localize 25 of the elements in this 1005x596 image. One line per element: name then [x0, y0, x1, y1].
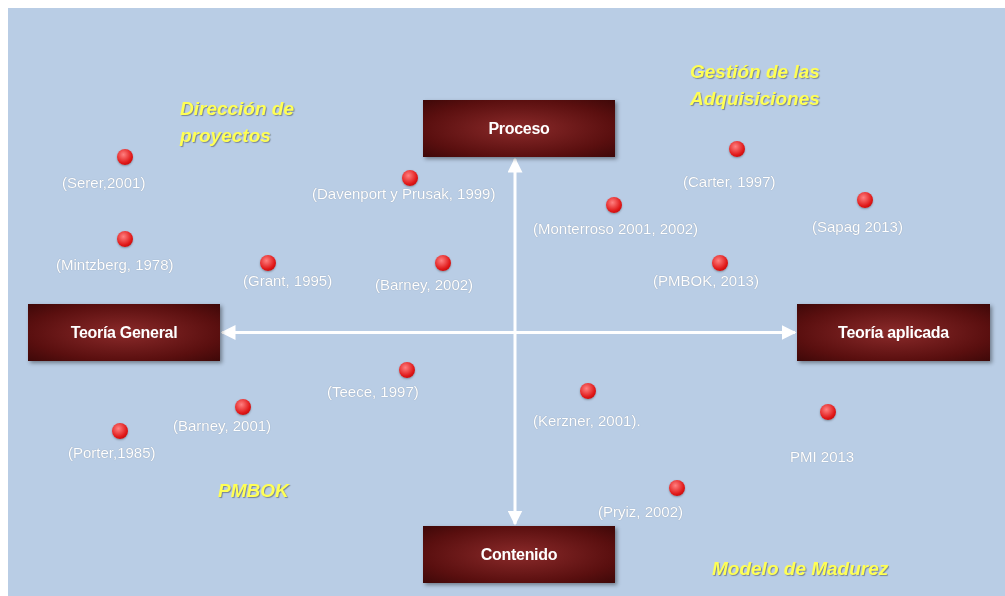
quadrant-title: Gestión de las Adquisiciones	[690, 60, 821, 111]
citation-label: (Grant, 1995)	[243, 272, 333, 289]
double-arrow	[507, 157, 523, 526]
citation-label: (Pryiz, 2002)	[598, 503, 684, 520]
citation-label: (Monterroso 2001, 2002)	[533, 220, 699, 237]
citation-label: PMI 2013	[790, 448, 855, 465]
citation-label: (Carter, 1997)	[683, 173, 776, 190]
citation-label: (Porter,1985)	[68, 444, 156, 461]
citation-label: (Sapag 2013)	[812, 218, 903, 235]
double-arrow	[220, 325, 797, 340]
category-box: Proceso	[423, 100, 615, 157]
citation-label: (PMBOK, 2013)	[653, 272, 759, 289]
quadrant-title: PMBOK	[218, 479, 291, 503]
citation-label: (Serer,2001)	[62, 174, 146, 191]
category-box: Teoría aplicada	[797, 304, 990, 361]
citation-label: (Barney, 2001)	[173, 417, 272, 434]
citation-label: (Mintzberg, 1978)	[56, 256, 174, 273]
citation-label: (Barney, 2002)	[375, 276, 474, 293]
citation-label: (Teece, 1997)	[327, 383, 419, 400]
category-box: Contenido	[423, 526, 615, 583]
quadrant-title: Dirección de proyectos	[180, 97, 296, 148]
citation-label: (Kerzner, 2001).	[533, 412, 641, 429]
citation-label: (Davenport y Prusak, 1999)	[312, 185, 496, 202]
quadrant-title: Modelo de Madurez	[712, 557, 890, 581]
category-box: Teoría General	[28, 304, 220, 361]
